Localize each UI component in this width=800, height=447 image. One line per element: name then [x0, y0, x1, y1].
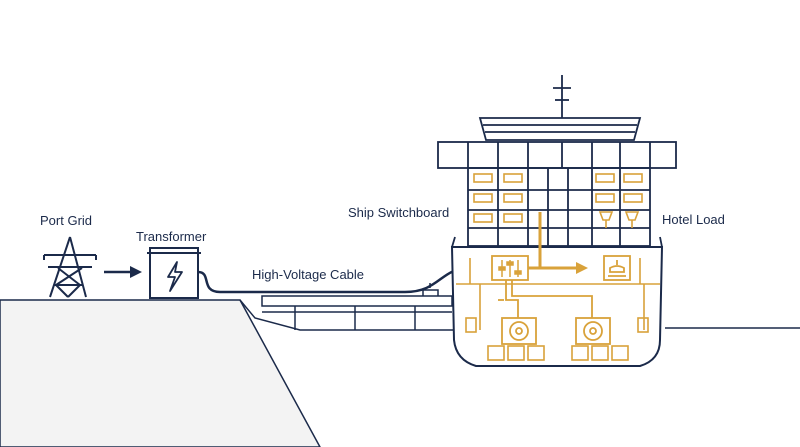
hotel-services-icon: [603, 255, 631, 281]
switchboard-label: Ship Switchboard: [348, 205, 450, 220]
ship-superstructure: [437, 75, 677, 247]
lightning-bolt-icon: [167, 261, 183, 292]
bow-rail: [451, 236, 456, 248]
ground: [0, 299, 800, 447]
stern-rail: [659, 236, 663, 248]
hull-interior: [456, 258, 660, 361]
ship-generator-icon: [501, 317, 611, 345]
power-pipes: [498, 276, 593, 318]
arrow-to-transformer: [104, 266, 142, 278]
transmission-tower-icon: [43, 236, 97, 298]
port-grid-label: Port Grid: [40, 213, 93, 228]
transformer-box: [147, 247, 201, 299]
hotel-load-label: Hotel Load: [662, 212, 725, 227]
switchboard-controls: [498, 260, 522, 277]
cabin-lamps: [598, 211, 640, 228]
high-voltage-cable: [197, 266, 471, 294]
cabin-beds: [473, 173, 643, 223]
pier: [261, 283, 453, 330]
cable-label: High-Voltage Cable: [252, 267, 365, 282]
transformer-label: Transformer: [136, 229, 207, 244]
